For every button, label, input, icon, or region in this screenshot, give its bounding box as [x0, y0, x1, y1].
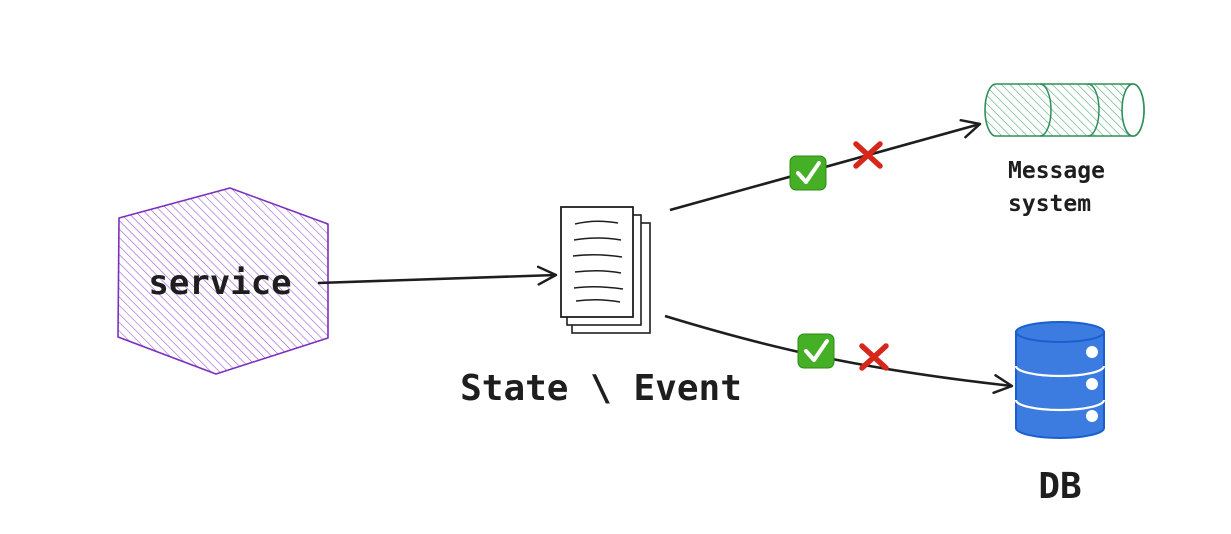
document-label: State \ Event — [460, 368, 742, 409]
cross-mark-icon — [853, 141, 883, 169]
cross-mark-icon — [859, 343, 889, 371]
database-icon — [1014, 321, 1106, 439]
message-system-label-line2: system — [1008, 191, 1091, 217]
message-system-label-line1: Message — [1008, 158, 1105, 184]
document-icon — [560, 206, 651, 334]
service-hexagon — [117, 187, 329, 375]
check-mark-icon — [797, 333, 835, 369]
message-queue-icon — [984, 83, 1145, 137]
service-node: service — [117, 187, 329, 375]
service-label: service — [148, 263, 291, 303]
arrow-service-to-document — [317, 265, 558, 286]
db-label: DB — [1038, 466, 1081, 507]
check-mark-icon — [789, 155, 827, 191]
